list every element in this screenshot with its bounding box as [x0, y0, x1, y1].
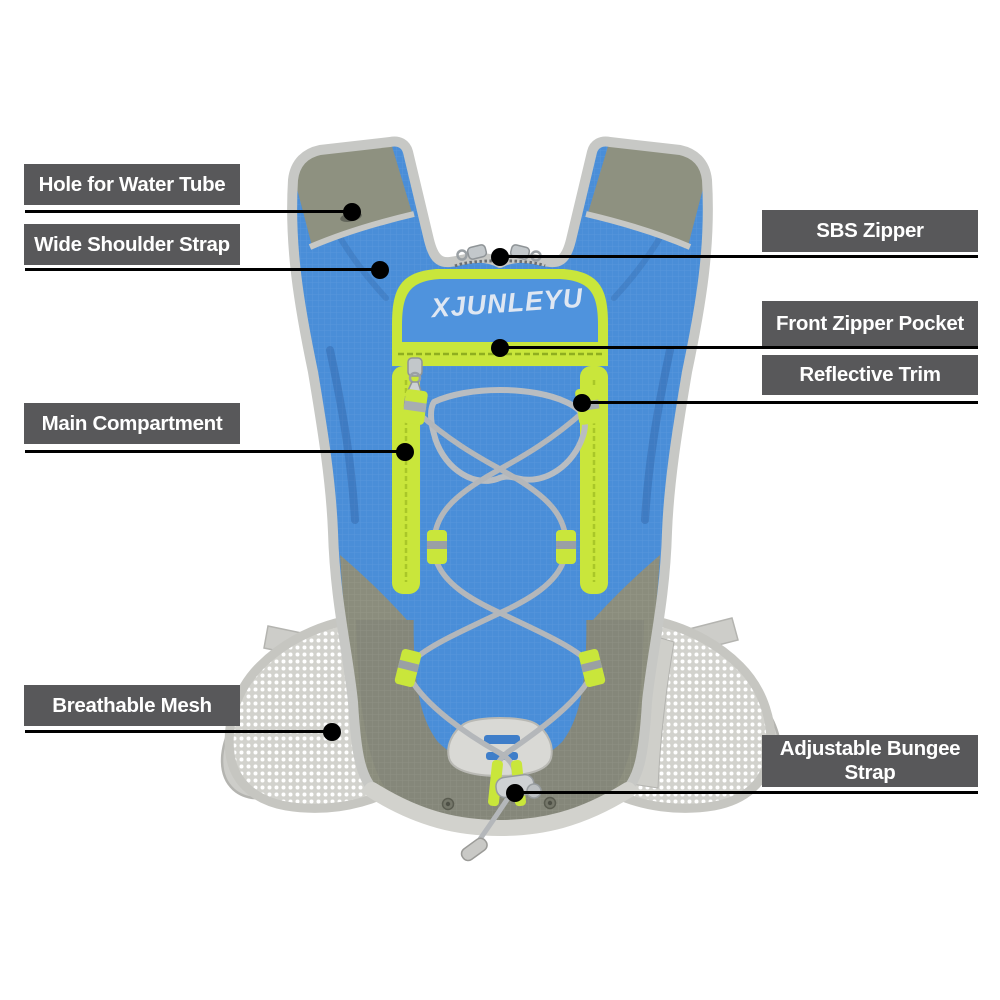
callout-dot-adjustable-bungee-strap — [506, 783, 524, 802]
callout-dot-sbs-zipper — [491, 247, 509, 266]
callout-dot-wide-shoulder-strap — [371, 260, 389, 279]
callout-label-front-zipper-pocket: Front Zipper Pocket — [762, 301, 978, 346]
reflective-piping — [428, 387, 588, 484]
leader-line-adjustable-bungee-strap — [506, 783, 978, 802]
rivets — [441, 796, 557, 811]
callout-dot-front-zipper-pocket — [491, 338, 509, 357]
callout-dot-main-compartment — [396, 442, 414, 461]
leader-line-hole-for-water-tube — [25, 202, 361, 221]
callout-label-sbs-zipper: SBS Zipper — [762, 210, 978, 252]
leader-line-reflective-trim — [573, 393, 978, 412]
leader-line-front-zipper-pocket — [491, 338, 978, 357]
shoulder-reflective-patch-left — [295, 143, 415, 250]
leader-line-wide-shoulder-strap — [25, 260, 389, 279]
leader-line-sbs-zipper — [491, 247, 978, 266]
leader-line-main-compartment — [25, 442, 414, 461]
callout-label-adjustable-bungee-strap: Adjustable Bungee Strap — [762, 735, 978, 787]
callout-label-reflective-trim: Reflective Trim — [762, 355, 978, 395]
callout-dot-breathable-mesh — [323, 722, 341, 741]
bottom-webbing-patch — [447, 717, 553, 778]
callout-label-main-compartment: Main Compartment — [24, 403, 240, 444]
leader-line-breathable-mesh — [25, 722, 341, 741]
callout-dot-hole-for-water-tube — [343, 202, 361, 221]
callout-label-wide-shoulder-strap: Wide Shoulder Strap — [24, 224, 240, 265]
callout-label-hole-for-water-tube: Hole for Water Tube — [24, 164, 240, 205]
callout-label-breathable-mesh: Breathable Mesh — [24, 685, 240, 726]
bungee-cord-tip — [460, 837, 488, 862]
shoulder-reflective-patch-right — [585, 143, 705, 250]
callout-dot-reflective-trim — [573, 393, 591, 412]
